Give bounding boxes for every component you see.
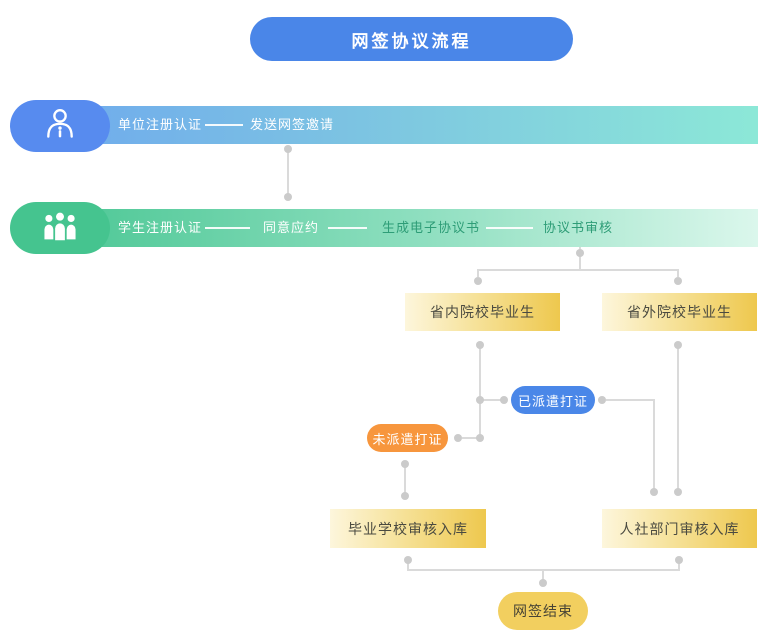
connector-dot xyxy=(500,396,508,404)
connector-dot xyxy=(539,579,547,587)
connector-branch-right-drop xyxy=(677,271,679,277)
connector-branch-bar xyxy=(477,269,679,271)
connector-lane1-lane2 xyxy=(287,150,289,196)
node-label: 省外院校毕业生 xyxy=(627,304,732,320)
connector-dot xyxy=(284,145,292,153)
student-lane-pill xyxy=(10,202,110,254)
step-connector-line xyxy=(328,227,367,229)
connector-branch-left-drop xyxy=(477,271,479,277)
node-label: 已派遣打证 xyxy=(517,393,588,409)
connector-dot xyxy=(598,396,606,404)
connector-merge-right xyxy=(678,562,680,570)
node-dispatched: 已派遣打证 xyxy=(511,386,595,414)
node-finish: 网签结束 xyxy=(498,592,588,630)
person-icon xyxy=(42,106,78,147)
connector-dot xyxy=(675,556,683,564)
step-connector-line xyxy=(205,227,250,229)
node-label: 毕业学校审核入库 xyxy=(348,520,468,537)
node-school-audit: 毕业学校审核入库 xyxy=(330,509,486,548)
node-undispatched: 未派遣打证 xyxy=(367,424,448,452)
connector-dot xyxy=(401,492,409,500)
connector-dispatched-right xyxy=(606,399,655,401)
connector-dot xyxy=(674,341,682,349)
step-accept-offer: 同意应约 xyxy=(263,220,320,235)
step-connector-line xyxy=(205,124,243,126)
people-icon xyxy=(40,210,80,247)
connector-dot xyxy=(401,460,409,468)
connector-merge-left xyxy=(407,562,409,570)
step-send-invite: 发送网签邀请 xyxy=(250,117,335,132)
connector-branch-stem xyxy=(579,247,581,269)
connector-dot xyxy=(454,434,462,442)
node-in-province-graduate: 省内院校毕业生 xyxy=(405,293,560,331)
student-lane-bar xyxy=(20,209,758,247)
connector-dot xyxy=(674,488,682,496)
employer-lane-bar xyxy=(20,106,758,144)
connector-dot xyxy=(674,277,682,285)
connector-dot xyxy=(576,249,584,257)
node-out-province-graduate: 省外院校毕业生 xyxy=(602,293,757,331)
node-label: 人社部门审核入库 xyxy=(619,520,740,537)
connector-dot xyxy=(476,434,484,442)
flow-title: 网签协议流程 xyxy=(351,31,472,51)
connector-to-dispatched xyxy=(482,399,504,401)
node-hr-audit: 人社部门审核入库 xyxy=(602,509,757,548)
step-agreement-review: 协议书审核 xyxy=(543,220,614,235)
node-label: 网签结束 xyxy=(513,603,573,619)
connector-out-province-down xyxy=(677,347,679,490)
step-generate-agreement: 生成电子协议书 xyxy=(382,220,481,235)
connector-dot xyxy=(650,488,658,496)
connector-dot xyxy=(476,341,484,349)
step-connector-line xyxy=(486,227,533,229)
connector-dot xyxy=(284,193,292,201)
connector-merge-bar xyxy=(407,569,680,571)
step-student-register: 学生注册认证 xyxy=(118,220,203,235)
connector-undispatched-down xyxy=(404,466,406,494)
connector-undispatched-link xyxy=(462,437,479,439)
employer-lane-pill xyxy=(10,100,110,152)
node-label: 省内院校毕业生 xyxy=(430,304,535,320)
connector-dot xyxy=(404,556,412,564)
connector-in-province-down xyxy=(479,347,481,437)
flow-title-pill: 网签协议流程 xyxy=(250,17,573,61)
connector-merge-stem xyxy=(542,571,544,581)
connector-dot xyxy=(474,277,482,285)
step-employer-register: 单位注册认证 xyxy=(118,117,203,132)
connector-dot xyxy=(476,396,484,404)
connector-dispatched-down xyxy=(653,400,655,490)
node-label: 未派遣打证 xyxy=(372,431,443,447)
